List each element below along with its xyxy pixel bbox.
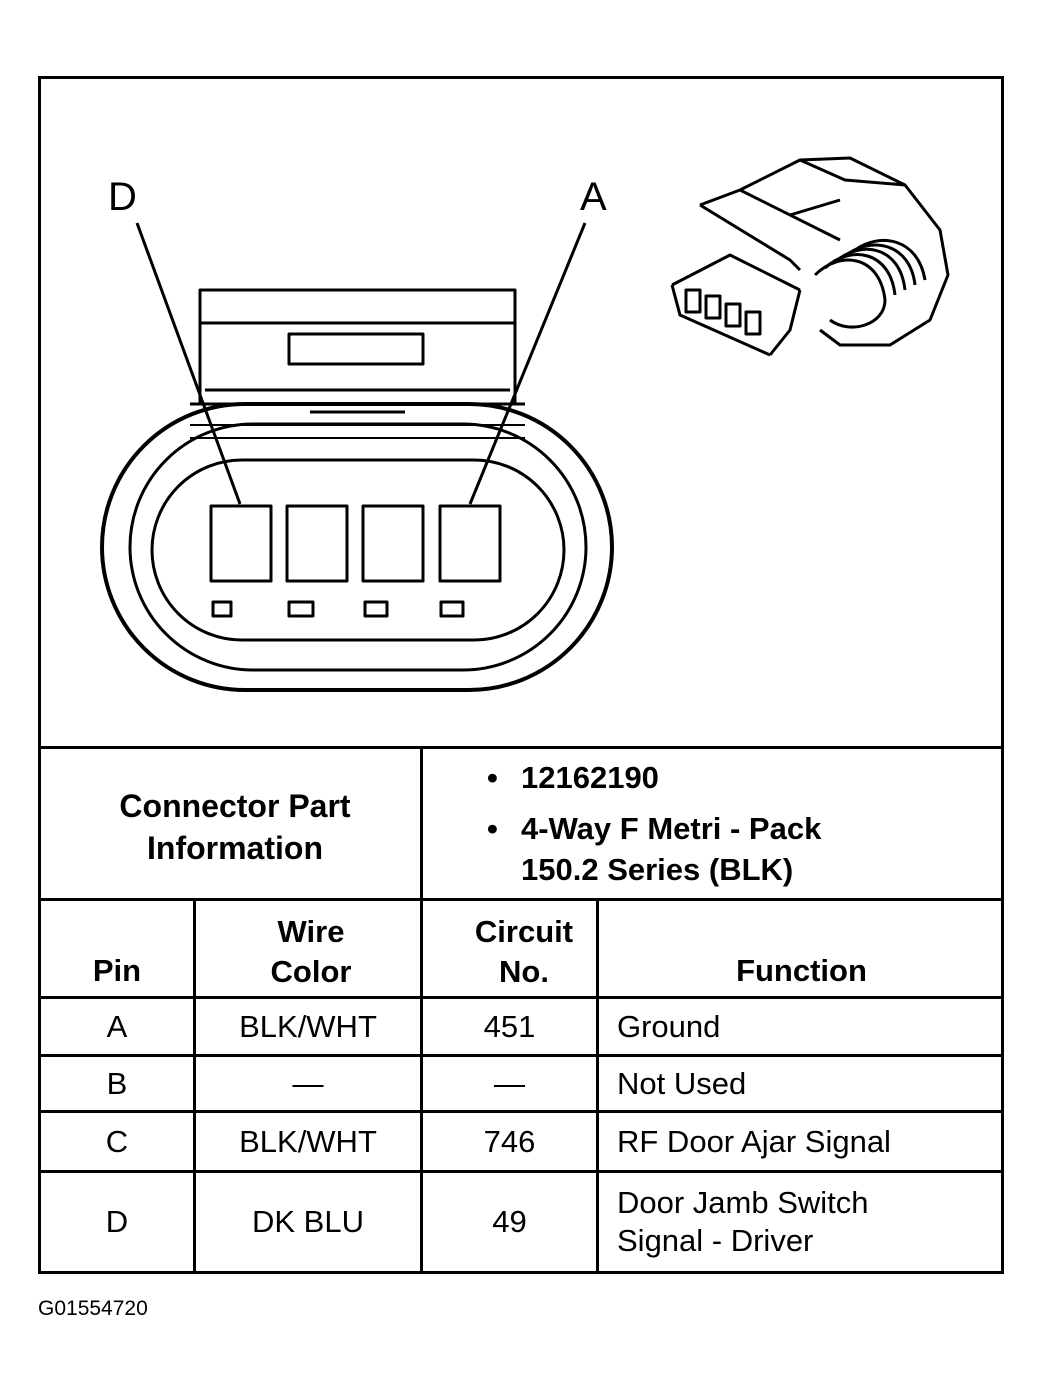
row-b-bottom-rule [38,1110,1004,1113]
table-top-rule [38,746,1004,749]
connector-type: 4-Way F Metri - Pack 150.2 Series (BLK) [521,811,822,887]
row-b-circuit: — [494,1065,525,1101]
header-pin: Pin [92,953,142,988]
row-b-wire-color: — [292,1065,324,1101]
row-d-circuit: 49 [492,1204,527,1239]
row-d-wire-color: DK BLU [252,1204,364,1239]
diagram-frame [38,76,1004,1274]
bullet-icon: • [487,760,498,795]
info-divider [420,746,423,900]
col-divider-1 [193,898,196,1274]
row-a-circuit: 451 [483,1008,536,1044]
row-d-pin: D [105,1204,129,1239]
connector-face-drawing: D A [100,156,950,692]
connector-3d-illustration [670,156,950,357]
row-c-pin: C [105,1123,129,1159]
connector-info-item: • 4-Way F Metri - Pack 150.2 Series (BLK… [487,808,997,890]
row-c-bottom-rule [38,1170,1004,1173]
connector-info-label: Connector Part Information [119,788,351,866]
row-b-pin: B [106,1065,128,1101]
col-divider-2 [420,898,423,1274]
info-bottom-rule [38,898,1004,901]
callout-a-label: A [580,175,607,219]
row-a-wire-color: BLK/WHT [239,1008,377,1044]
part-number: 12162190 [521,760,659,795]
header-circuit-no: Circuit No. [474,914,574,989]
connector-info-item: • 12162190 [487,757,997,798]
row-a-function: Ground [617,1008,721,1044]
row-c-circuit: 746 [483,1123,536,1159]
figure-id: G01554720 [38,1297,148,1320]
row-c-wire-color: BLK/WHT [239,1123,377,1159]
connector-info-list: • 12162190 • 4-Way F Metri - Pack 150.2 … [487,757,997,900]
row-b-function: Not Used [617,1065,747,1101]
header-function: Function [736,953,867,988]
row-a-pin: A [106,1008,128,1044]
row-d-function: Door Jamb Switch Signal - Driver [617,1185,869,1258]
col-divider-3 [596,898,599,1274]
bullet-icon: • [487,811,498,846]
header-bottom-rule [38,996,1004,999]
row-a-bottom-rule [38,1054,1004,1057]
row-c-function: RF Door Ajar Signal [617,1123,891,1159]
header-wire-color: Wire Color [270,914,352,989]
callout-d-label: D [108,175,137,219]
